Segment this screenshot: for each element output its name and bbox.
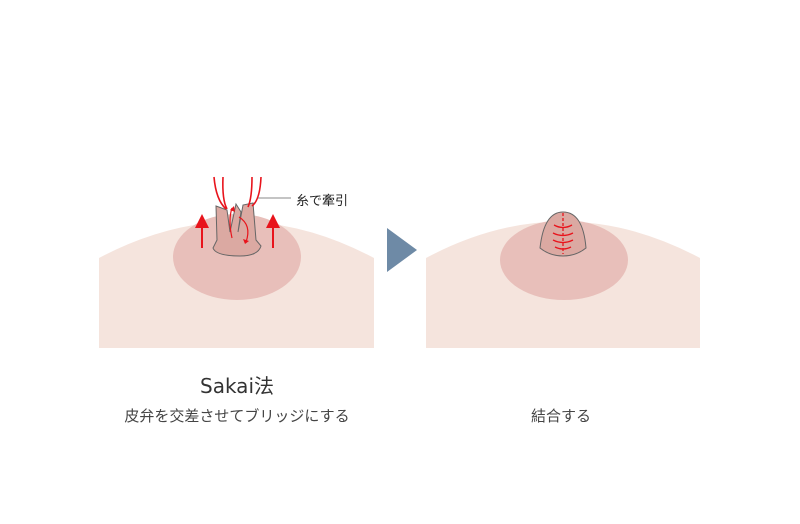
- left-breast-illustration: [99, 176, 374, 348]
- left-nipple-flaps: [212, 202, 262, 257]
- thread-traction-label: 糸で牽引: [296, 194, 349, 209]
- traction-arrow-left: [195, 214, 209, 248]
- left-areola: [173, 214, 301, 300]
- traction-arrow-right: [266, 214, 280, 248]
- right-breast-illustration: [426, 211, 700, 348]
- suture-lines: [552, 213, 574, 254]
- next-step-arrow-icon: [387, 228, 417, 272]
- left-step-description: 皮弁を交差させてブリッジにする: [124, 407, 350, 425]
- right-step-description: 結合する: [530, 407, 592, 425]
- thread-lines: [213, 176, 262, 210]
- right-areola: [500, 220, 628, 300]
- method-title: Sakai法: [200, 374, 274, 398]
